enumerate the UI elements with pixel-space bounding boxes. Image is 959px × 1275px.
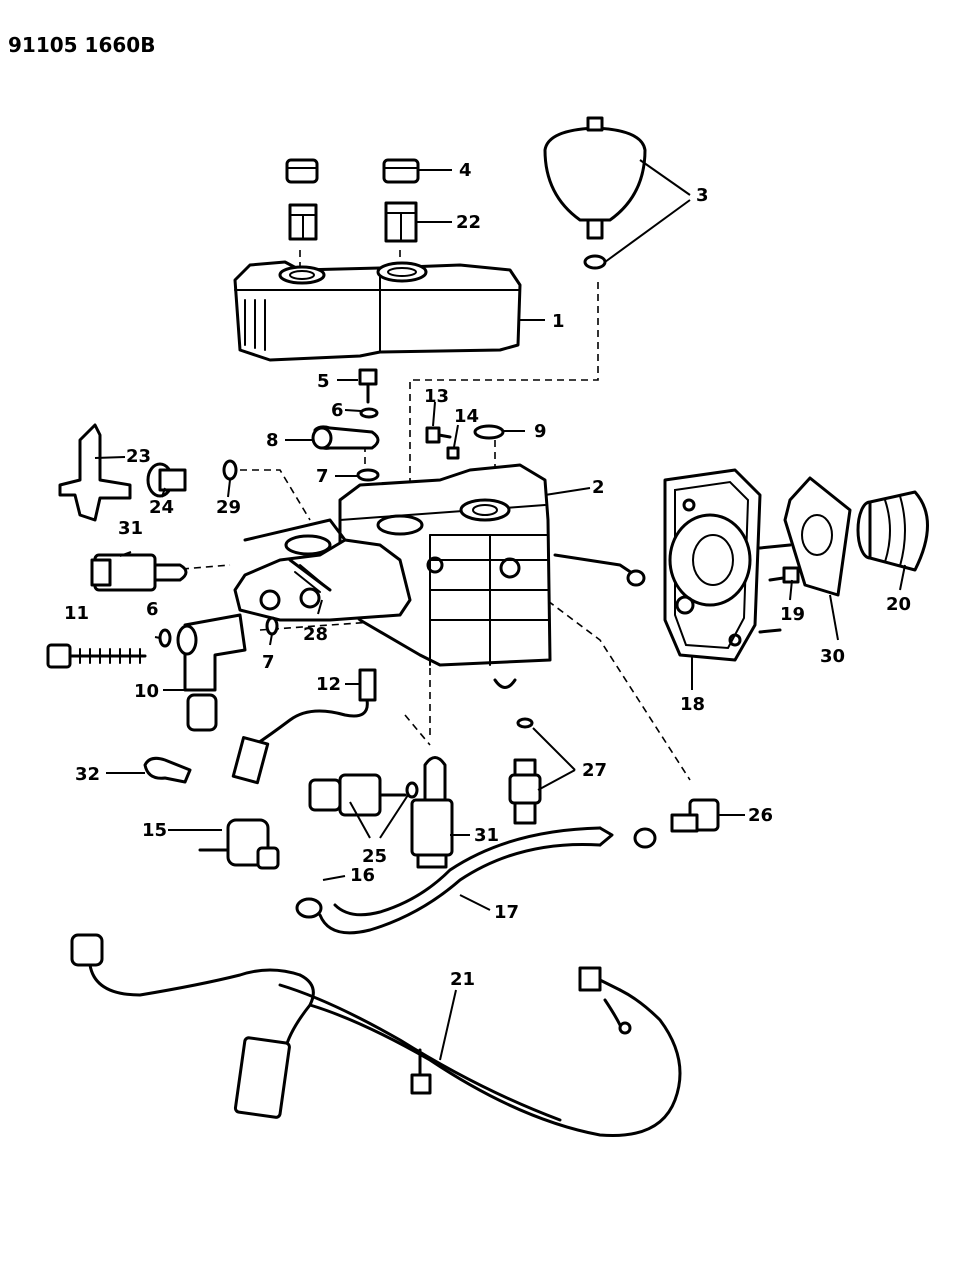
- studs-19: [758, 543, 800, 634]
- callout-12: 12: [316, 674, 341, 695]
- bolt-13: [425, 426, 452, 444]
- callout-13: 13: [424, 386, 449, 407]
- callout-6-left: 6: [146, 599, 159, 620]
- callout-23: 23: [126, 446, 151, 467]
- solenoid-31-left: [90, 553, 188, 592]
- callout-1: 1: [552, 311, 565, 332]
- callout-5: 5: [317, 371, 330, 392]
- hose-clamp-16: [295, 827, 657, 919]
- callout-25: 25: [362, 846, 387, 867]
- callout-7-top: 7: [316, 466, 329, 487]
- callout-27: 27: [582, 760, 607, 781]
- callout-labels: 1 2 3 4 22 5 6 13 14 9 8 7 23 24 29 31 2…: [64, 160, 911, 990]
- washer-6-left: [158, 628, 172, 648]
- washer-7-top: [356, 468, 380, 482]
- washer-25: [405, 781, 419, 799]
- bracket-23: [58, 423, 132, 522]
- callout-17: 17: [494, 902, 519, 923]
- boot-20: [856, 490, 929, 572]
- fitting-10: [176, 613, 247, 732]
- solenoid-31-bottom: [410, 756, 454, 869]
- callout-9: 9: [534, 421, 547, 442]
- callout-8: 8: [266, 430, 279, 451]
- callout-14: 14: [454, 406, 479, 427]
- callout-15: 15: [142, 820, 167, 841]
- hose-17: [318, 826, 614, 935]
- callout-22: 22: [456, 212, 481, 233]
- callout-18: 18: [680, 694, 705, 715]
- sensor-12: [231, 668, 377, 785]
- drawing-code: 91105 1660B: [8, 33, 155, 57]
- clip-14: [446, 446, 460, 460]
- washer-6-top: [359, 407, 379, 419]
- callout-31-bottom: 31: [474, 825, 499, 846]
- banjo-fitting-8: [311, 425, 380, 450]
- mounting-plate-18: [663, 468, 762, 662]
- reservoir-filters: [288, 201, 418, 243]
- callout-20: 20: [886, 594, 911, 615]
- callout-26: 26: [748, 805, 773, 826]
- callout-19: 19: [780, 604, 805, 625]
- callout-30: 30: [820, 646, 845, 667]
- leader-lines: [94, 159, 906, 1061]
- o-ring-29: [222, 459, 238, 481]
- sensor-15: [198, 818, 280, 870]
- callout-6-top: 6: [331, 400, 344, 421]
- callout-11: 11: [64, 603, 89, 624]
- washer-7-left: [265, 616, 279, 636]
- callout-3: 3: [696, 185, 709, 206]
- callout-4: 4: [459, 160, 472, 181]
- callout-28: 28: [303, 624, 328, 645]
- callout-24: 24: [149, 497, 174, 518]
- valve-block-28: [233, 518, 412, 622]
- callout-16: 16: [350, 865, 375, 886]
- callout-7-left: 7: [262, 652, 275, 673]
- reservoir-caps: [285, 158, 420, 184]
- reservoir: [233, 260, 522, 362]
- callout-21: 21: [450, 969, 475, 990]
- accumulator: [543, 116, 647, 270]
- clip-32: [143, 756, 192, 784]
- callout-2: 2: [592, 477, 605, 498]
- grommet-9: [473, 424, 505, 440]
- gasket-30: [783, 476, 852, 597]
- bolt-11: [46, 643, 147, 669]
- bolt-5: [358, 368, 378, 404]
- callout-32: 32: [75, 764, 100, 785]
- pressure-switch-25: [308, 773, 407, 817]
- fitting-24: [146, 462, 187, 498]
- switch-27: [508, 717, 542, 825]
- wiring-harness-21: [70, 933, 682, 1138]
- callout-31-left: 31: [118, 518, 143, 539]
- callout-10: 10: [134, 681, 159, 702]
- fitting-26: [670, 798, 720, 833]
- callout-29: 29: [216, 497, 241, 518]
